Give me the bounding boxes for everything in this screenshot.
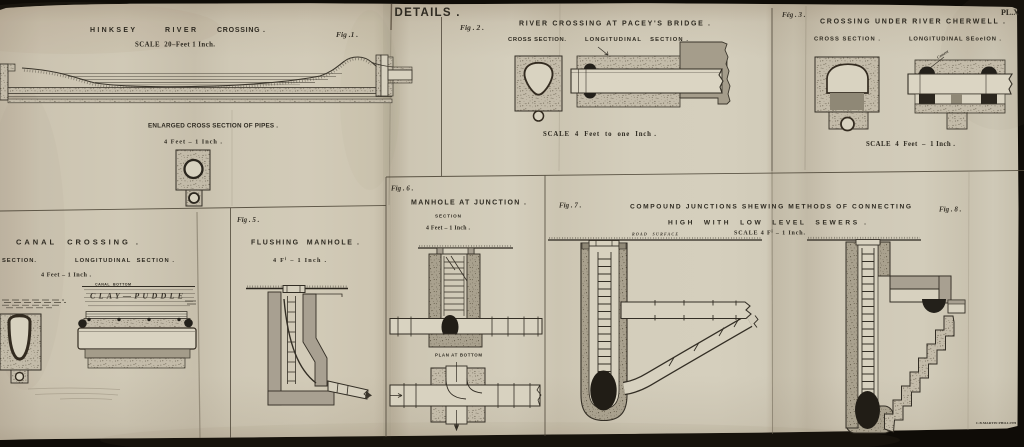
svg-text:DETAILS .: DETAILS . [395, 7, 460, 19]
svg-text:HINKSEY: HINKSEY [90, 27, 135, 34]
svg-text:4 Feet – 1 Inch .: 4 Feet – 1 Inch . [426, 226, 471, 232]
svg-text:CLAY—PUDDLE: CLAY—PUDDLE [90, 292, 183, 301]
svg-text:Fig . 7 .: Fig . 7 . [559, 202, 582, 210]
svg-text:Cement: Cement [936, 48, 950, 60]
svg-text:CROSSING UNDER RIVER CHERWELL: CROSSING UNDER RIVER CHERWELL . [820, 19, 1005, 26]
svg-text:SCALE 4 Feet to one Inch: SCALE 4 Feet to one Inch . [543, 131, 656, 138]
svg-text:LONGITUDINAL SECTION .: LONGITUDINAL SECTION . [585, 37, 688, 43]
svg-text:SCALE 20–Feet 1 Inch.: SCALE 20–Feet 1 Inch. [135, 42, 215, 49]
svg-text:LONGITUDINAL SECTION .: LONGITUDINAL SECTION . [75, 258, 174, 264]
svg-text:PLAN AT BOTTOM: PLAN AT BOTTOM [435, 353, 482, 358]
svg-text:CROSSING .: CROSSING . [217, 27, 265, 34]
svg-text:Fig . 6 .: Fig . 6 . [391, 185, 414, 193]
svg-text:SCALE 4 Feet – 1 Inch .: SCALE 4 Feet – 1 Inch . [866, 141, 955, 148]
svg-text:ROAD SURFACE: ROAD SURFACE [632, 232, 678, 237]
svg-text:PL.X: PL.X [1001, 8, 1019, 17]
svg-text:MANHOLE AT JUNCTION .: MANHOLE AT JUNCTION . [411, 200, 526, 207]
svg-text:SCALE 4 Fⁱ – 1 Inch.: SCALE 4 Fⁱ – 1 Inch. [734, 228, 806, 237]
svg-text:CROSS SECTION .: CROSS SECTION . [814, 37, 880, 43]
svg-text:Fig . 5 .: Fig . 5 . [237, 216, 260, 224]
svg-text:Fig .1 .: Fig .1 . [336, 30, 358, 39]
svg-text:HIGH WITH LOW LEVEL SEWERS: HIGH WITH LOW LEVEL SEWERS . [668, 220, 866, 227]
svg-text:LONGITUDINAL SEоеION .: LONGITUDINAL SEоеION . [909, 37, 1001, 43]
svg-text:C.B.MARTIN PHO.LITH: C.B.MARTIN PHO.LITH [976, 421, 1016, 425]
svg-text:RIVER: RIVER [165, 27, 196, 34]
svg-text:CROSS SECTION.: CROSS SECTION. [508, 37, 566, 43]
svg-text:ENLARGED CROSS SECTION OF PIPE: ENLARGED CROSS SECTION OF PIPES . [148, 123, 278, 130]
svg-text:CANAL BOTTOM: CANAL BOTTOM [95, 283, 131, 287]
svg-text:Fig . 2 .: Fig . 2 . [460, 23, 484, 32]
svg-text:Fég . 3 .: Fég . 3 . [782, 11, 806, 19]
svg-text:4 Feet – 1 Inch .: 4 Feet – 1 Inch . [164, 139, 222, 146]
svg-text:RIVER CROSSING AT PACEY'S BRID: RIVER CROSSING AT PACEY'S BRIDGE . [519, 21, 710, 28]
svg-text:CANAL CROSSING .: CANAL CROSSING . [16, 238, 138, 247]
svg-text:FLUSHING MANHOLE .: FLUSHING MANHOLE . [251, 240, 359, 247]
svg-text:Fig . 8 .: Fig . 8 . [939, 206, 962, 214]
svg-text:CROSS SECTION.: CROSS SECTION. [0, 258, 36, 264]
svg-text:4 Fⁱ – 1 Inch .: 4 Fⁱ – 1 Inch . [273, 255, 326, 264]
svg-text:4 Feet – 1 Inch .: 4 Feet – 1 Inch . [41, 272, 91, 279]
svg-text:SECTION: SECTION [435, 214, 462, 219]
